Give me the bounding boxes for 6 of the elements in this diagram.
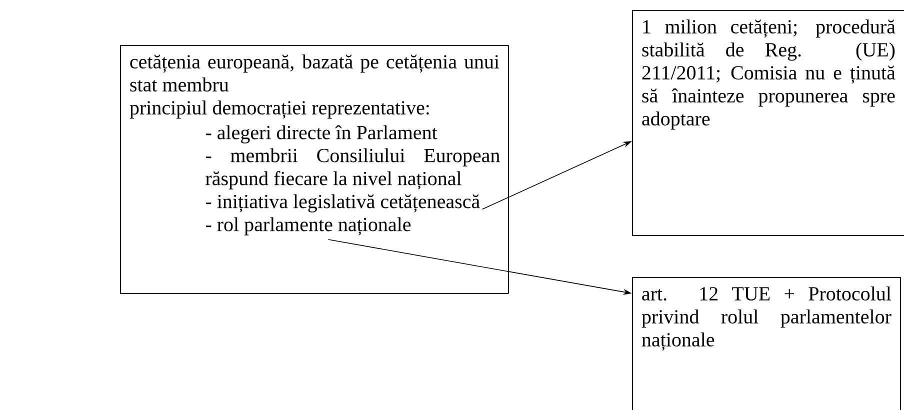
list-item: - membrii Consiliului European răspund fiecare la nivel național [206, 148, 500, 190]
text-box: art. 12 TUE + Protocolul privind rolul parlamentelor naționale [632, 277, 901, 410]
list-item: - rol parlamente naționale [206, 217, 411, 236]
list-item: - inițiativa legislativă cetățenească [206, 194, 480, 212]
list-item: - alegeri directe în Parlament [206, 125, 438, 144]
text-box: 1 milion cetățeni; procedură stabilită de Reg. (UE) 211/2011; Comisia nu e ținută să înainteze propunerea spre adoptare [632, 10, 904, 236]
